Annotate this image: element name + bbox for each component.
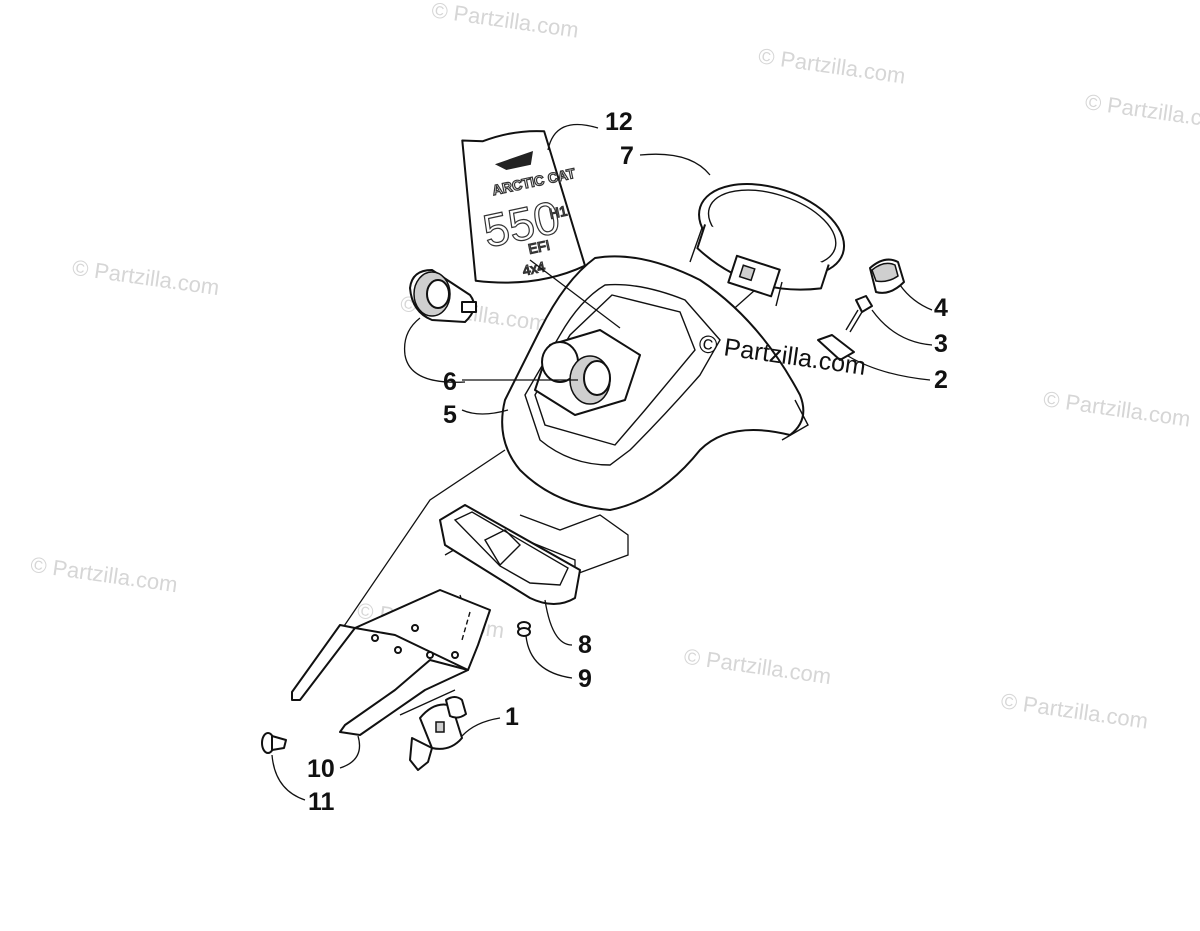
callout-4[interactable]: 4	[934, 294, 948, 322]
switch-nut-part	[817, 334, 855, 361]
watermark: © Partzilla.com	[1084, 89, 1200, 134]
speedometer-part	[689, 183, 846, 307]
key-part	[845, 295, 873, 333]
decal-model-suffix: H1	[548, 202, 569, 221]
instrument-pod-part	[501, 255, 809, 511]
callouts: 12 7 4 3 2 6 5 8 9 1 10 11	[307, 108, 948, 816]
callout-7[interactable]: 7	[620, 142, 634, 170]
leader-lines	[271, 123, 933, 801]
callout-6[interactable]: 6	[443, 368, 457, 396]
callout-9[interactable]: 9	[578, 665, 592, 693]
switch-knob-part	[869, 258, 905, 294]
power-outlet-part	[409, 269, 641, 416]
watermark: © Partzilla.com	[430, 0, 580, 43]
watermark: © Partzilla.com	[682, 644, 832, 689]
callout-5[interactable]: 5	[443, 401, 457, 429]
ignition-switch-part	[409, 696, 467, 771]
decal-line3: EFI	[527, 237, 552, 257]
callout-2[interactable]: 2	[934, 366, 948, 394]
callout-8[interactable]: 8	[578, 631, 592, 659]
watermark: © Partzilla.com	[1042, 386, 1192, 431]
callout-1[interactable]: 1	[505, 703, 519, 731]
callout-12[interactable]: 12	[605, 108, 633, 136]
callout-3[interactable]: 3	[934, 330, 948, 358]
pod-bracket-cover-part	[439, 504, 581, 605]
callout-11[interactable]: 11	[308, 788, 335, 816]
decal-part: ARCTIC CAT 550 H1 EFI 4x4	[461, 130, 587, 284]
decal-line4: 4x4	[521, 258, 547, 278]
watermark: © Partzilla.com	[757, 43, 907, 88]
grommet-part	[517, 621, 531, 637]
watermark: © Partzilla.com	[29, 552, 179, 597]
watermark: © Partzilla.com	[999, 688, 1149, 733]
watermark: © Partzilla.com	[71, 255, 221, 300]
push-rivet-part	[261, 732, 287, 754]
mounting-bracket-part	[291, 589, 491, 736]
callout-10[interactable]: 10	[307, 755, 335, 783]
